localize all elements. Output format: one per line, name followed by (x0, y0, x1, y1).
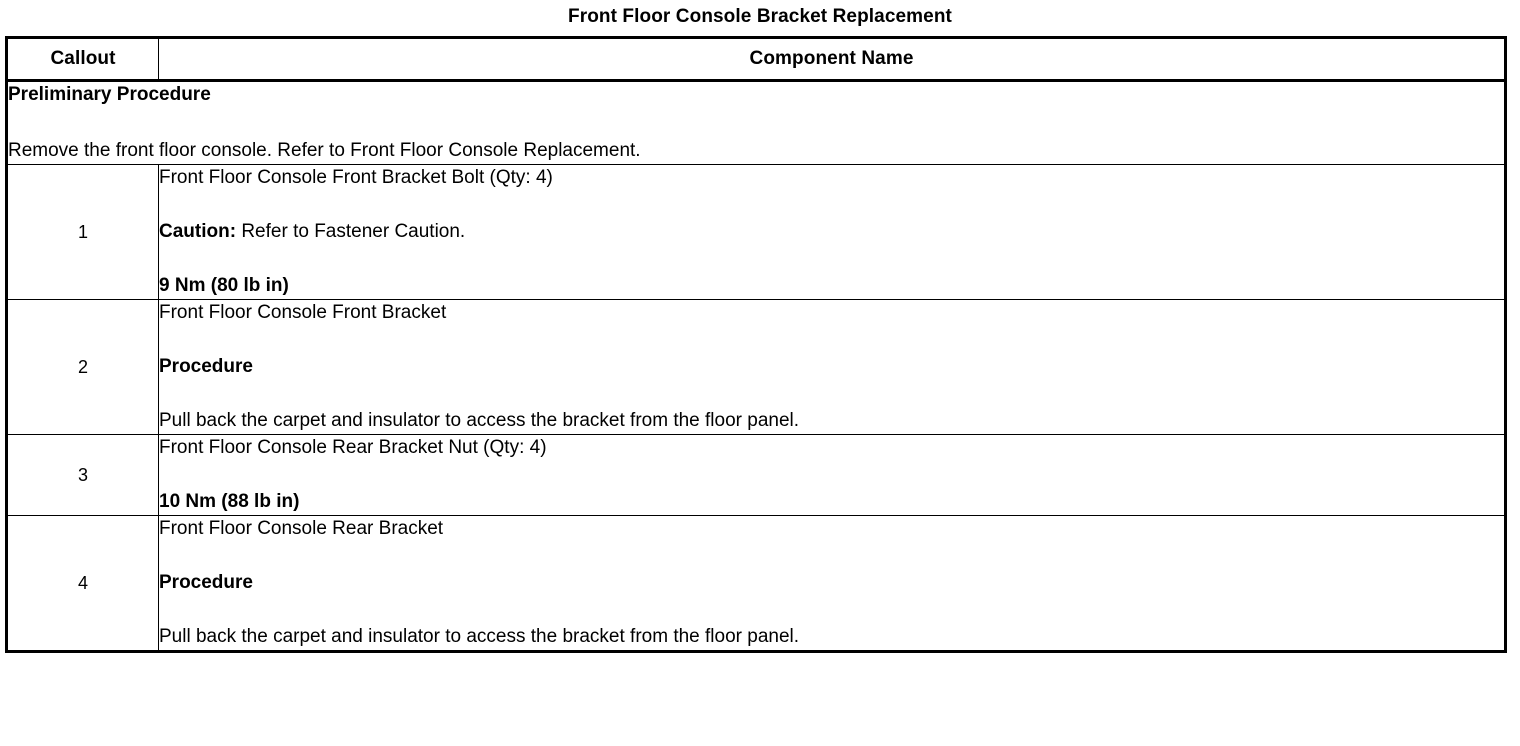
table-body: Preliminary Procedure Remove the front f… (6, 80, 1506, 652)
table-header-row: Callout Component Name (6, 37, 1506, 82)
column-header-callout: Callout (6, 37, 159, 82)
component-description: Front Floor Console Rear Bracket Nut (Qt… (158, 434, 1506, 516)
callout-number: 4 (6, 515, 159, 652)
component-paragraph: Pull back the carpet and insulator to ac… (159, 410, 800, 431)
preliminary-procedure-cell: Preliminary Procedure Remove the front f… (6, 80, 1506, 165)
caution-text: Refer to Fastener Caution. (236, 221, 466, 242)
preliminary-procedure-row: Preliminary Procedure Remove the front f… (6, 80, 1506, 165)
component-paragraph: Front Floor Console Rear Bracket (159, 518, 444, 539)
component-paragraph: Front Floor Console Rear Bracket Nut (Qt… (159, 437, 547, 458)
component-paragraph: 10 Nm (88 lb in) (159, 491, 300, 512)
callout-number: 2 (6, 299, 159, 435)
component-paragraph: 9 Nm (80 lb in) (159, 275, 289, 296)
preliminary-procedure-heading: Preliminary Procedure (8, 84, 211, 105)
column-header-component-name: Component Name (158, 37, 1506, 82)
procedure-table: Callout Component Name Preliminary Proce… (5, 36, 1507, 653)
callout-number: 1 (6, 164, 159, 300)
component-paragraph: Front Floor Console Front Bracket Bolt (… (159, 167, 553, 188)
component-paragraph: Caution: Refer to Fastener Caution. (159, 219, 1504, 245)
preliminary-procedure-text: Remove the front floor console. Refer to… (8, 140, 641, 161)
component-paragraph: Procedure (159, 356, 253, 377)
callout-number: 3 (6, 434, 159, 516)
component-description: Front Floor Console Front Bracket Bolt (… (158, 164, 1506, 300)
caution-label: Caution: (159, 221, 237, 242)
component-paragraph: Procedure (159, 572, 253, 593)
component-paragraph: Pull back the carpet and insulator to ac… (159, 626, 800, 647)
page-title: Front Floor Console Bracket Replacement (568, 6, 952, 27)
component-paragraph: Front Floor Console Front Bracket (159, 302, 447, 323)
